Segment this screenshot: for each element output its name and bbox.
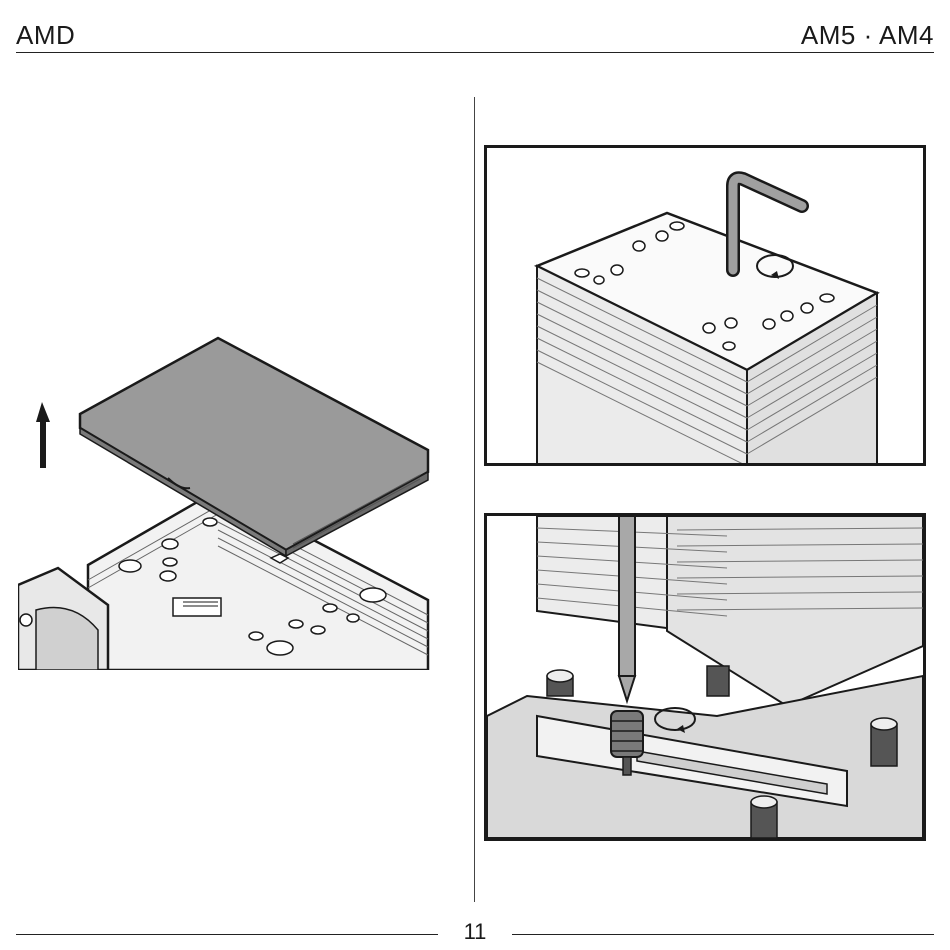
heatsink-fins <box>537 213 877 463</box>
page-number: 11 <box>440 919 510 945</box>
header-rule <box>16 52 934 53</box>
footer-rule-right <box>512 934 934 935</box>
mounting-bar <box>487 676 923 838</box>
tighten-top-panel <box>484 145 926 466</box>
remove-cover-illustration <box>18 330 438 670</box>
column-divider <box>474 97 475 902</box>
footer-rule-left <box>16 934 438 935</box>
heatsink-fins-lower <box>537 516 923 706</box>
socket-label: AM5 · AM4 <box>801 20 934 51</box>
top-cover <box>80 338 428 556</box>
up-arrow-icon <box>36 402 50 468</box>
brand-label: AMD <box>16 20 75 51</box>
tighten-mount-panel <box>484 513 926 841</box>
